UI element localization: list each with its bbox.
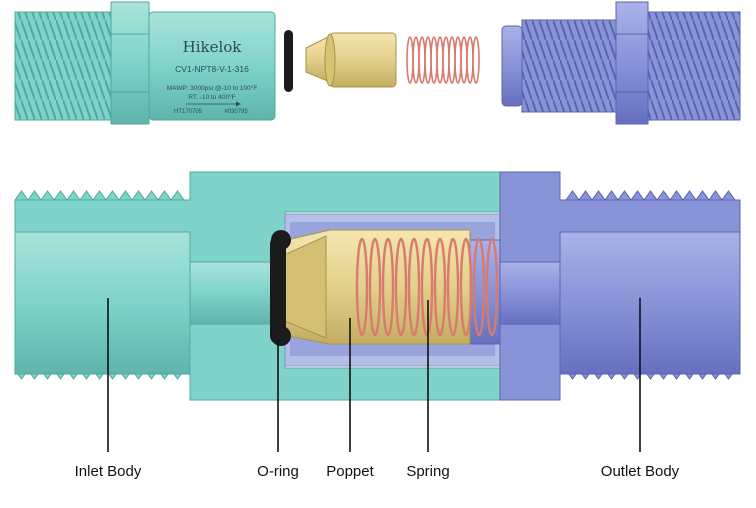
spring-coil xyxy=(355,237,369,337)
thread-tooth xyxy=(118,190,133,201)
thread-tooth xyxy=(656,190,671,201)
spring-coil xyxy=(420,237,434,337)
thread-tooth xyxy=(617,190,632,201)
thread-tooth xyxy=(604,190,619,201)
engraving-serial-right: #030795 xyxy=(224,109,248,115)
thread-tooth xyxy=(630,190,645,201)
spring-coil xyxy=(442,36,450,84)
o-ring-3d xyxy=(284,30,293,92)
thread-tooth xyxy=(695,190,710,201)
label-inlet-body: Inlet Body xyxy=(75,463,142,480)
spring-coil xyxy=(381,237,395,337)
outlet-port xyxy=(499,261,561,325)
thread-tooth xyxy=(144,190,159,201)
label-poppet: Poppet xyxy=(326,463,374,480)
label-outlet-body: Outlet Body xyxy=(601,463,680,480)
spring-coil xyxy=(433,237,447,337)
engraving-mawp: MAWP: 3000psi @-10 to 100°F xyxy=(167,84,258,92)
thread-tooth xyxy=(27,190,42,201)
label-spring: Spring xyxy=(406,463,449,480)
thread-tooth xyxy=(79,190,94,201)
thread-tooth xyxy=(721,190,736,201)
engraving-brand: Hikelok xyxy=(183,38,243,56)
spring-coil xyxy=(436,36,444,84)
engraving-model: CV1-NPT8-V-1-316 xyxy=(175,64,249,74)
inlet-hex xyxy=(110,1,150,125)
spring-coil xyxy=(446,237,460,337)
spring-coil xyxy=(472,237,486,337)
spring-3d xyxy=(406,36,480,84)
spring-coil xyxy=(459,237,473,337)
spring-coil xyxy=(418,36,426,84)
o-ring-section xyxy=(270,230,291,346)
inlet-bore xyxy=(14,231,191,375)
flow-arrow-icon xyxy=(186,101,241,107)
thread-tooth xyxy=(53,190,68,201)
engraving-serial-left: HT170705 xyxy=(174,109,203,115)
inlet-port xyxy=(189,261,286,325)
spring-coil xyxy=(430,36,438,84)
spring-coil xyxy=(407,237,421,337)
cross-section-view xyxy=(14,171,741,401)
spring-coil xyxy=(485,237,499,337)
thread-tooth xyxy=(708,190,723,201)
thread-tooth xyxy=(40,190,55,201)
label-o-ring: O-ring xyxy=(257,463,299,480)
inlet-thread xyxy=(14,11,112,121)
thread-tooth xyxy=(170,190,185,201)
engraving-rt: RT: -10 to 400°F xyxy=(188,93,235,101)
thread-tooth xyxy=(131,190,146,201)
thread-tooth xyxy=(157,190,172,201)
thread-tooth xyxy=(682,190,697,201)
spring-coil xyxy=(424,36,432,84)
thread-tooth xyxy=(578,190,593,201)
spring-coil xyxy=(466,36,474,84)
spring-coil xyxy=(472,36,480,84)
outlet-thread-outer xyxy=(647,11,741,121)
inlet-body-3d xyxy=(148,11,276,121)
leader-lines xyxy=(107,298,641,452)
thread-tooth xyxy=(14,190,29,201)
thread-tooth xyxy=(669,190,684,201)
outlet-thread-inner xyxy=(521,19,617,113)
thread-tooth xyxy=(66,190,81,201)
spring-coil xyxy=(454,36,462,84)
spring-coil xyxy=(406,36,414,84)
thread-tooth xyxy=(92,190,107,201)
thread-tooth xyxy=(643,190,658,201)
poppet-section xyxy=(277,229,471,345)
spring-coil xyxy=(394,237,408,337)
poppet-3d xyxy=(305,32,397,88)
exploded-view: Hikelok CV1-NPT8-V-1-316 MAWP: 3000psi @… xyxy=(14,1,741,125)
thread-tooth xyxy=(565,190,580,201)
thread-tooth xyxy=(591,190,606,201)
spring-coil xyxy=(368,237,382,337)
outlet-bore xyxy=(559,231,741,375)
outlet-body-3d xyxy=(501,25,523,107)
thread-tooth xyxy=(105,190,120,201)
spring-coil xyxy=(412,36,420,84)
spring-coil xyxy=(460,36,468,84)
outlet-hex xyxy=(615,1,649,125)
spring-section xyxy=(355,237,499,337)
spring-coil xyxy=(448,36,456,84)
